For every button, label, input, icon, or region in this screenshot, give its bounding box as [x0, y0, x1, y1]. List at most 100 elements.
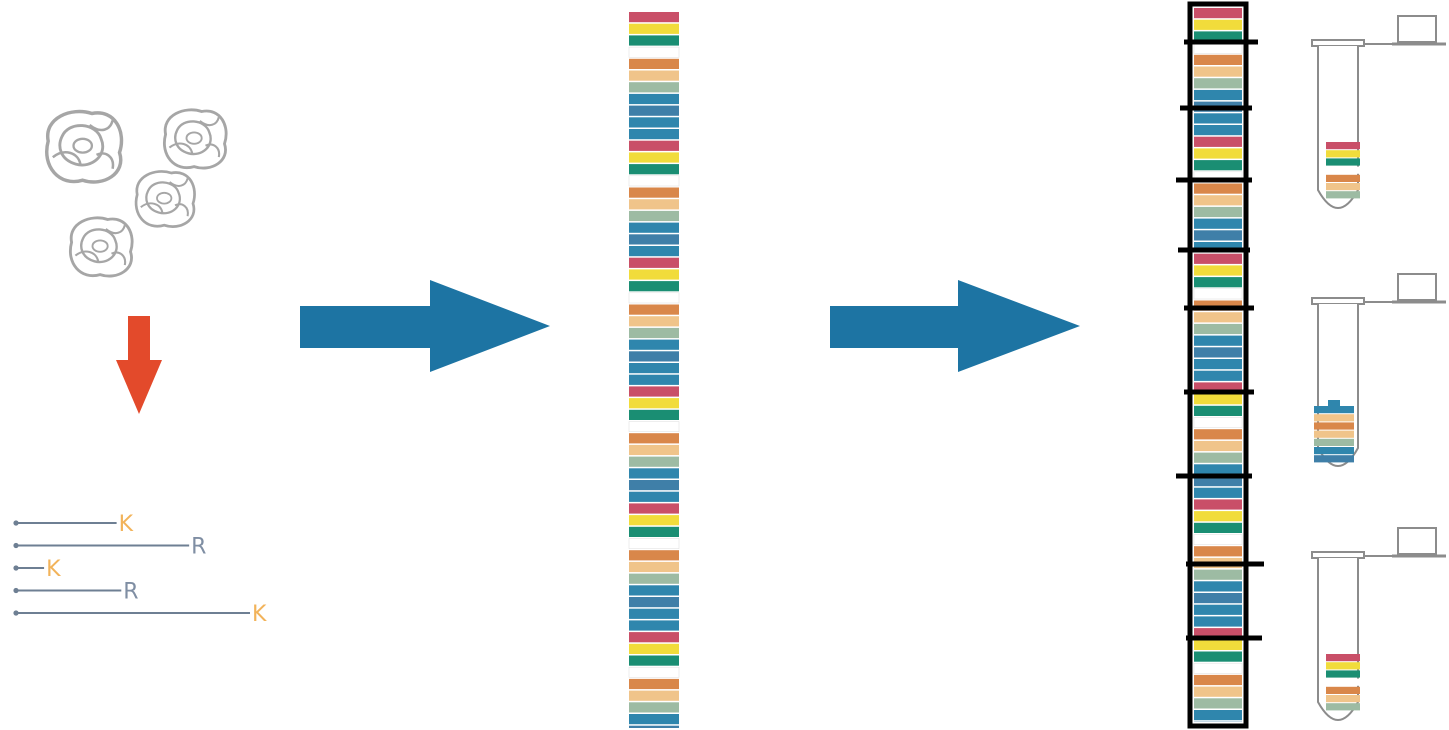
band	[629, 386, 679, 397]
band	[1194, 511, 1242, 522]
band	[629, 23, 679, 34]
band	[629, 93, 679, 105]
peptide-n-terminus-icon	[13, 587, 19, 594]
peptide-terminal-residue: K	[46, 557, 61, 582]
collection-tube-2-icon	[1311, 273, 1446, 467]
tube-band	[1326, 703, 1360, 711]
band	[629, 678, 679, 690]
band	[629, 597, 679, 608]
fractionated-column	[1187, 1, 1249, 729]
band	[1194, 370, 1242, 381]
band	[629, 573, 679, 584]
peptide-terminal-residue: R	[123, 580, 138, 605]
tube-band	[1326, 686, 1360, 694]
band	[628, 538, 680, 549]
peptide-n-terminus-icon	[13, 520, 19, 526]
band	[1194, 499, 1242, 510]
band	[1194, 89, 1242, 101]
protein-4-icon	[69, 216, 134, 278]
band	[1194, 686, 1242, 697]
band	[629, 281, 679, 292]
flow-arrow-1-icon	[300, 280, 550, 372]
tube-band	[1326, 174, 1360, 182]
tube-band	[1326, 695, 1360, 703]
band	[1194, 125, 1242, 136]
collection-tubes	[1311, 15, 1446, 721]
band	[1194, 476, 1242, 487]
band	[1194, 136, 1242, 147]
band	[1194, 569, 1242, 580]
band	[1194, 312, 1242, 323]
band	[1194, 546, 1242, 557]
band	[629, 585, 679, 596]
tube-band	[1326, 142, 1360, 150]
tube-band	[1314, 438, 1354, 446]
peptide-2: R	[13, 535, 206, 560]
band	[629, 152, 679, 163]
tube-band	[1314, 422, 1354, 430]
tube-band	[1314, 414, 1354, 422]
band	[629, 620, 679, 631]
band	[629, 199, 679, 210]
band	[629, 608, 679, 619]
band	[629, 714, 679, 725]
band	[1194, 160, 1242, 171]
peptide-n-terminus-icon	[13, 610, 19, 616]
band	[629, 246, 679, 257]
peptide-4: R	[13, 580, 139, 605]
band	[1194, 674, 1242, 686]
band	[1194, 405, 1242, 416]
band	[629, 456, 679, 467]
peptide-terminal-residue: K	[119, 512, 134, 537]
band	[1194, 347, 1242, 358]
tube-band	[1314, 447, 1354, 455]
band	[1194, 359, 1242, 370]
collection-tube-1-icon	[1311, 15, 1446, 209]
band	[629, 503, 679, 514]
band	[1194, 710, 1242, 721]
tube-band	[1326, 183, 1360, 191]
band	[629, 632, 679, 643]
band	[629, 690, 679, 701]
band	[629, 234, 679, 245]
band	[629, 12, 679, 23]
band	[1194, 31, 1242, 42]
band	[629, 444, 679, 456]
band	[1193, 288, 1243, 300]
band	[1194, 522, 1242, 533]
band	[629, 398, 679, 409]
band	[1193, 534, 1243, 545]
band	[1194, 242, 1242, 253]
band	[1194, 394, 1242, 405]
protein-2-icon	[163, 108, 228, 170]
band	[1194, 78, 1242, 89]
band	[1194, 230, 1242, 241]
band	[1194, 253, 1242, 264]
band	[1194, 452, 1242, 463]
band	[1194, 218, 1242, 229]
tube-band	[1314, 406, 1354, 414]
band	[629, 140, 679, 151]
band	[1194, 195, 1242, 206]
band	[1193, 42, 1243, 54]
band	[628, 175, 680, 187]
band	[1194, 604, 1242, 615]
tube-band	[1328, 400, 1340, 406]
peptide-3: K	[13, 557, 61, 582]
tube-band	[1326, 191, 1360, 199]
band	[1194, 698, 1242, 709]
band	[629, 409, 679, 420]
band	[1194, 628, 1242, 639]
peptide-1: K	[13, 512, 134, 537]
band	[1194, 54, 1242, 65]
flow-arrow-2-icon	[830, 280, 1080, 372]
tube-band	[1326, 150, 1360, 158]
band	[629, 210, 679, 222]
band	[629, 491, 679, 502]
band	[629, 70, 679, 81]
band	[629, 316, 679, 327]
band	[629, 117, 679, 128]
band	[629, 526, 679, 537]
band	[1193, 417, 1243, 428]
